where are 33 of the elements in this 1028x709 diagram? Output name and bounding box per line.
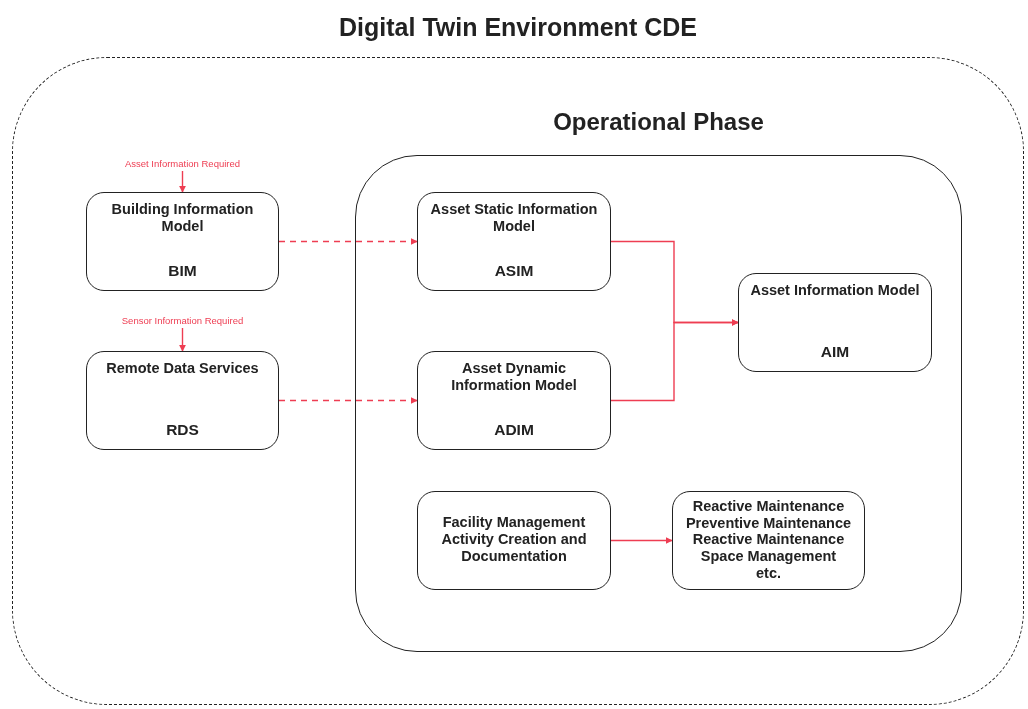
box-text: Remote Data Services <box>106 360 259 377</box>
arrow <box>610 319 739 402</box>
process-box <box>417 351 611 450</box>
box-text: Building Information Model <box>110 201 255 235</box>
arrow <box>179 327 186 352</box>
container-heading: Digital Twin Environment CDE <box>338 12 698 43</box>
arrow <box>278 238 418 245</box>
process-box <box>417 192 611 291</box>
box-text: Facility Management Activity Creation and Documentation <box>440 514 588 565</box>
box-text: Asset Static Information Model <box>429 201 599 235</box>
abbreviation-text: RDS <box>166 421 199 439</box>
arrow <box>610 537 673 544</box>
process-box <box>417 491 611 590</box>
process-box <box>738 273 932 372</box>
box-text: Asset Information Model <box>750 282 920 299</box>
abbreviation-text: ASIM <box>494 262 534 280</box>
process-box <box>672 491 865 590</box>
box-text: Asset Dynamic Information Model <box>450 360 578 394</box>
arrow <box>179 170 186 193</box>
box-text: etc. <box>756 564 781 582</box>
box-text: Space Management <box>700 547 837 565</box>
annotation-text: Sensor Information Required <box>95 315 270 328</box>
box-text: Reactive Maintenance <box>692 531 845 548</box>
abbreviation-text: AIM <box>820 343 850 361</box>
abbreviation-text: ADIM <box>494 421 534 439</box>
abbreviation-text: BIM <box>168 262 197 280</box>
process-box <box>86 351 279 450</box>
container-heading: Operational Phase <box>552 107 765 137</box>
box-text: Reactive Maintenance <box>692 497 845 515</box>
annotation-text: Asset Information Required <box>95 158 270 171</box>
arrow <box>278 397 418 404</box>
box-text: Preventive Maintenance <box>685 514 852 532</box>
process-box <box>86 192 279 291</box>
